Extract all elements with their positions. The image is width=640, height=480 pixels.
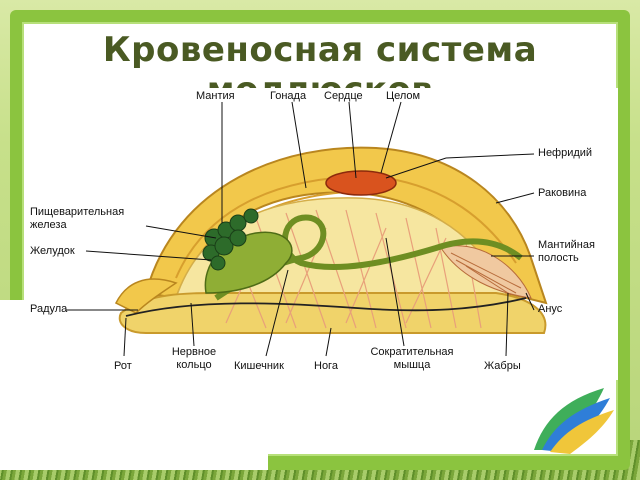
foot-shape: [118, 292, 547, 334]
label-digestive-gland-line2: железа: [30, 219, 67, 231]
gills: [440, 245, 532, 299]
label-heart: Сердце: [324, 90, 363, 102]
label-nerve-ring-line1: Нервное: [171, 346, 217, 358]
label-intestine: Кишечник: [234, 360, 284, 372]
label-gills: Жабры: [484, 360, 521, 372]
slide-title-line1: Кровеносная система: [102, 30, 538, 70]
label-mantle: Мантия: [196, 90, 235, 102]
label-coelom: Целом: [386, 90, 421, 102]
label-stomach: Желудок: [30, 245, 75, 257]
label-digestive-gland-line1: Пищеварительная: [30, 206, 125, 218]
mollusc-anatomy-diagram: Мантия Гонада Сердце Целом Нефридий Рако…: [26, 88, 618, 380]
label-anus: Анус: [538, 303, 563, 315]
label-shell: Раковина: [538, 187, 587, 199]
mollusc-illustration: [66, 101, 548, 357]
mouth-area: [114, 278, 178, 314]
decorative-ribbon-graphic: [534, 388, 614, 454]
label-muscle-line2: мышца: [393, 359, 431, 371]
label-mouth: Рот: [114, 360, 132, 372]
label-radula: Радула: [30, 303, 68, 315]
label-muscle-line1: Сократительная: [370, 346, 454, 358]
heart: [325, 170, 397, 196]
label-foot: Нога: [314, 360, 338, 372]
digestive-gland: [202, 208, 259, 271]
pointer-lines: [66, 101, 535, 357]
label-gonad: Гонада: [270, 90, 307, 102]
label-nephridium: Нефридий: [538, 147, 593, 159]
label-mantle-cavity-line2: полость: [538, 252, 579, 264]
label-mantle-cavity-line1: Мантийная: [538, 239, 595, 251]
label-nerve-ring-line2: кольцо: [176, 359, 212, 371]
shell-shape: [144, 146, 548, 305]
